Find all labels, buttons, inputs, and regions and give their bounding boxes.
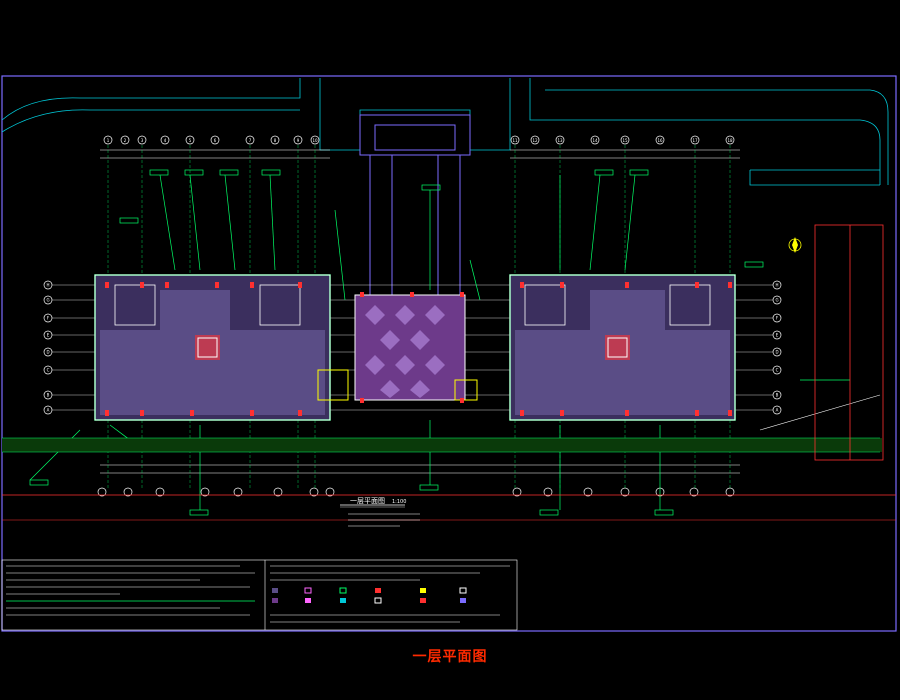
grid-label-top: 7 [249,138,252,143]
grid-label-top: 1 [107,138,110,143]
grid-label-side: E [47,333,50,338]
grid-label-top: 10 [312,138,318,143]
grid-label-top: 6 [214,138,217,143]
grid-label-side: C [47,368,50,373]
grid-label-top: 11 [512,138,518,143]
grid-label-top: 17 [692,138,698,143]
grid-label-side: B [47,393,50,398]
grid-label-side: C [776,368,779,373]
grid-label-top: 8 [274,138,277,143]
left-wing [94,274,331,421]
grid-label-top: 18 [727,138,733,143]
grid-label-top: 13 [557,138,563,143]
north-arrow-icon [788,237,802,253]
plan-title: 一层平面图 [350,497,385,505]
annotation-tags [29,169,764,516]
grid-label-side: F [776,316,779,321]
adjacent-building [814,224,884,461]
notes-panel [1,559,518,631]
grid-label-side: F [47,316,50,321]
grid-label-top: 12 [532,138,538,143]
grid-bubbles-bottom [97,487,735,497]
grid-label-side: D [46,350,49,355]
site-lines [1,78,889,186]
right-wing [509,274,736,421]
grid-label-top: 14 [592,138,598,143]
grid-label-side: B [776,393,779,398]
grid-label-side: H [46,283,49,288]
central-lobby [317,294,478,401]
grid-label-side: G [46,298,49,303]
grid-label-top: 9 [297,138,300,143]
ground-hatch [2,394,896,521]
drawing-caption: 一层平面图 [412,649,488,665]
structural-columns [105,282,732,416]
entrance-block [359,114,471,300]
grid-label-top: 16 [657,138,663,143]
plan-title-block: 一层平面图 1:100 [340,497,420,527]
grid-label-top: 3 [141,138,144,143]
grid-label-top: 15 [622,138,628,143]
grid-label-side: H [775,283,778,288]
drawing-frame [1,75,897,632]
grid-label-side: A [47,408,50,413]
grid-bubbles-top [103,135,735,145]
grid-label-top: 5 [189,138,192,143]
grid-label-top: 4 [164,138,167,143]
grid-label-top: 2 [124,138,127,143]
grid-label-side: E [776,333,779,338]
plan-scale: 1:100 [392,499,406,505]
grid-label-side: A [776,408,779,413]
grid-label-side: G [775,298,778,303]
legend-swatches [272,587,467,604]
grid-label-side: D [775,350,778,355]
